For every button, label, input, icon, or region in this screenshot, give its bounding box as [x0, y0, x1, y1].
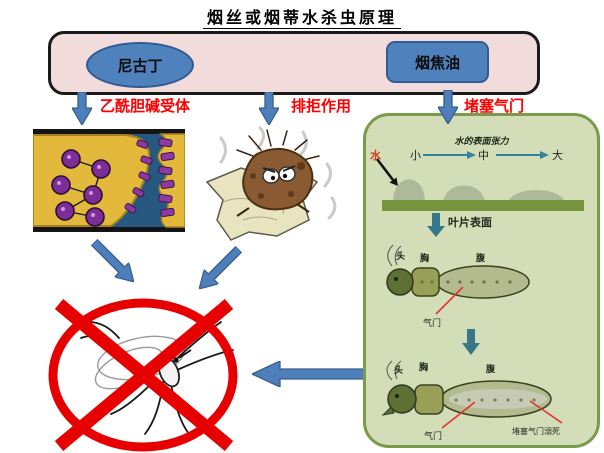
- spiracle-blocking-panel: 水的表面张力 水 小 中 大 叶片表面 头 胸 腹 气门 头 胸 腹 气门 堵塞…: [363, 113, 600, 448]
- branch-label-block: 堵塞气门: [464, 98, 525, 115]
- nicotine-ellipse: 尼古丁: [86, 42, 194, 88]
- leaf-surface-label: 叶片表面: [448, 217, 492, 229]
- nicotine-label: 尼古丁: [117, 57, 163, 75]
- tar-box: 烟焦油: [386, 41, 489, 83]
- blocked-spiracle-death-label: 堵塞气门溺死: [512, 427, 560, 436]
- tar-label: 烟焦油: [414, 54, 460, 72]
- larva2-abdomen-label: 腹: [486, 364, 496, 374]
- surface-tension-title: 水的表面张力: [454, 136, 509, 146]
- repelled-bug-image: [205, 126, 337, 241]
- down-arrow-icon: [259, 92, 279, 125]
- page-title: 烟丝或烟蒂水杀虫原理: [0, 4, 604, 29]
- branch-label-receptor: 乙酰胆碱受体: [100, 98, 191, 115]
- larva2-head-label: 头: [394, 365, 404, 375]
- larva2-thorax-label: 胸: [419, 362, 429, 372]
- down-arrow-icon: [72, 92, 92, 125]
- tension-small-label: 小: [410, 150, 421, 162]
- larva1-head-label: 头: [396, 251, 406, 261]
- larva1-spiracle-label: 气门: [423, 318, 442, 328]
- panel-diagram-graphics: [376, 151, 584, 429]
- larva2-spiracle-label: 气门: [424, 431, 443, 441]
- water-label: 水: [370, 150, 381, 162]
- larva1-abdomen-label: 腹: [476, 253, 486, 263]
- synapse-receptor-image: [33, 129, 185, 232]
- down-left-arrow-icon: [198, 245, 243, 290]
- down-right-arrow-icon: [90, 238, 135, 283]
- branch-label-repellent: 排拒作用: [291, 98, 352, 115]
- no-mosquito-sign: [48, 298, 238, 452]
- tension-large-label: 大: [552, 150, 563, 162]
- down-arrow-icon: [438, 90, 458, 124]
- page-title-text: 烟丝或烟蒂水杀虫原理: [202, 8, 401, 29]
- left-arrow-icon: [252, 361, 368, 387]
- larva1-thorax-label: 胸: [420, 253, 430, 263]
- tension-medium-label: 中: [478, 150, 489, 162]
